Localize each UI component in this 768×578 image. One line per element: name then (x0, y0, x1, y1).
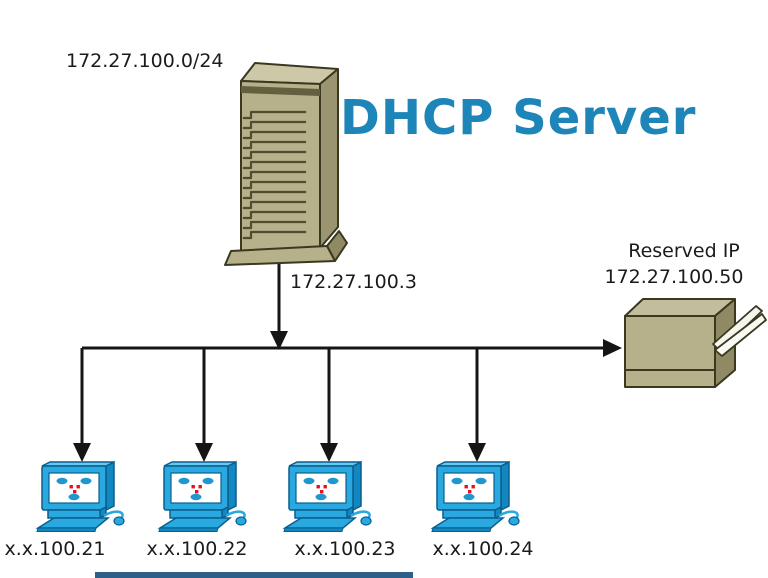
arrow-down-to-bus-icon (270, 331, 288, 350)
client-ip-label-2: x.x.100.22 (146, 538, 248, 560)
rack-server-icon (224, 62, 348, 266)
desktop-pc-icon-1 (35, 460, 126, 533)
arrow-to-pc1-icon (73, 443, 91, 462)
client-ip-label-1: x.x.100.21 (4, 538, 106, 560)
arrow-to-printer-icon (603, 339, 622, 357)
reserved-ip-title: Reserved IP (628, 240, 740, 262)
printer-paper (712, 305, 767, 357)
server-vents (242, 110, 307, 240)
server-ip-label: 172.27.100.3 (290, 271, 417, 293)
arrow-to-pc3-icon (320, 443, 338, 462)
desktop-pc-icon-3 (282, 460, 373, 533)
arrow-to-pc4-icon (468, 443, 486, 462)
subnet-label: 172.27.100.0/24 (66, 50, 224, 72)
printer-icon (624, 298, 767, 388)
arrow-to-pc2-icon (195, 443, 213, 462)
bottom-bar (95, 572, 413, 578)
arrowheads (73, 331, 622, 462)
client-ip-label-4: x.x.100.24 (432, 538, 534, 560)
reserved-ip-label: 172.27.100.50 (604, 266, 744, 288)
diagram-title: DHCP Server (340, 90, 697, 146)
client-ip-label-3: x.x.100.23 (294, 538, 396, 560)
desktop-pc-icon-2 (157, 460, 248, 533)
network-links (80, 252, 608, 446)
desktop-pc-icon-4 (430, 460, 521, 533)
